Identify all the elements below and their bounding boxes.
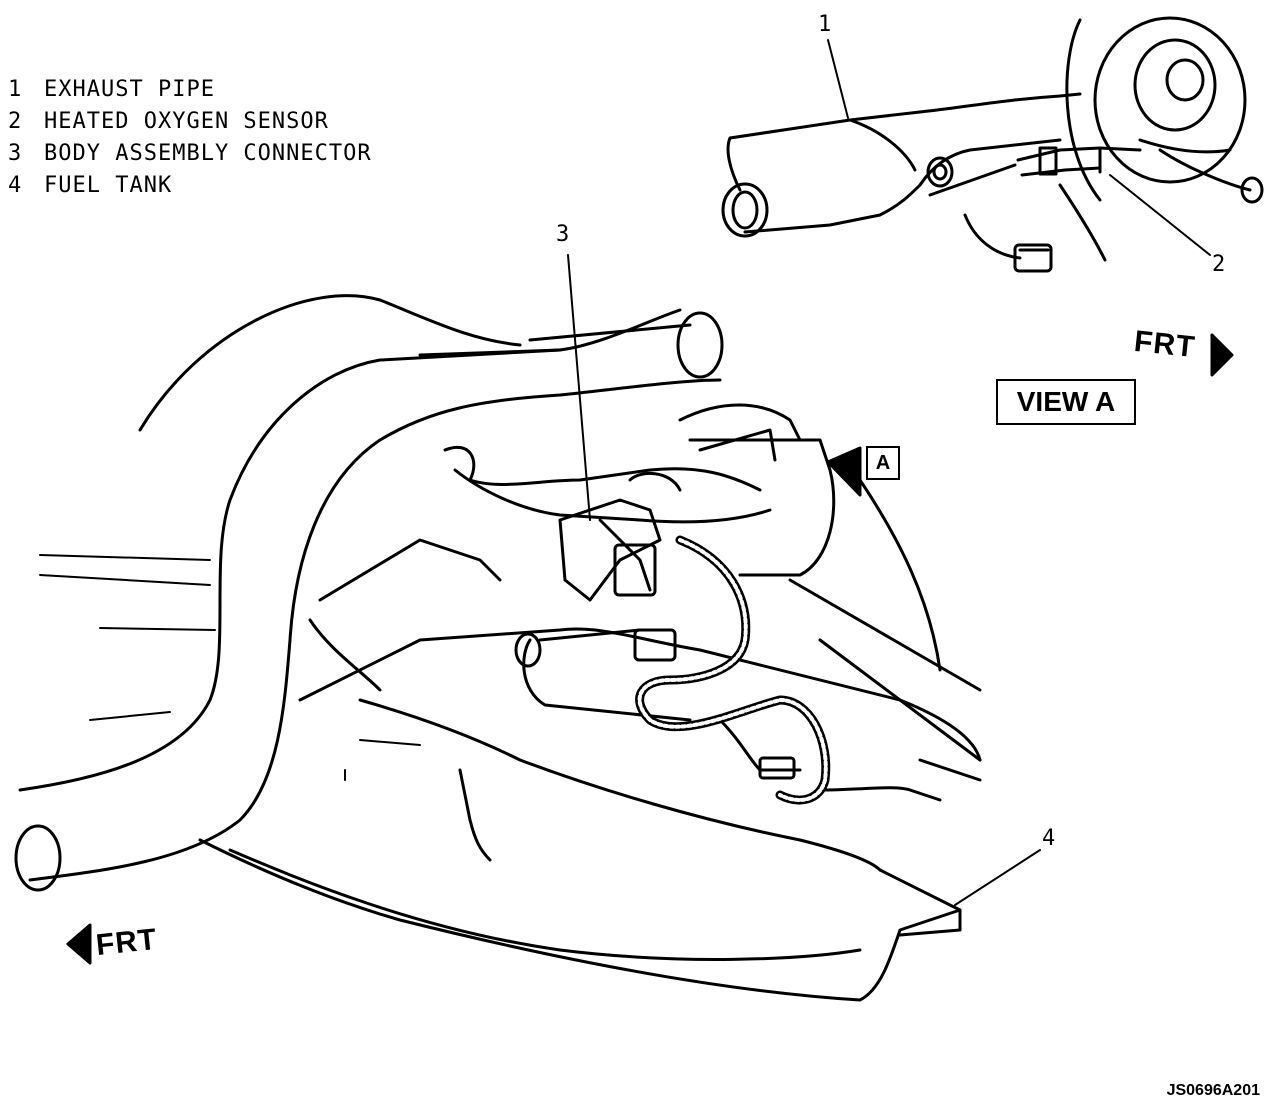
main-fuel-tank — [298, 627, 982, 762]
legend-number: 3 — [8, 141, 23, 166]
main-view — [14, 294, 982, 1002]
frt-right-arrow — [1210, 333, 1234, 377]
view-a-label: VIEW A — [996, 379, 1136, 425]
main-exhaust-pipe — [18, 308, 682, 792]
legend-label: EXHAUST PIPE — [44, 77, 215, 102]
body-assembly-connector — [558, 471, 682, 602]
legend-number: 2 — [8, 109, 23, 134]
inset-exhaust-pipe — [726, 92, 1082, 192]
legend-label: FUEL TANK — [44, 173, 173, 198]
leader-1 — [827, 39, 849, 119]
legend-number: 1 — [8, 77, 23, 102]
legend-label: BODY ASSEMBLY CONNECTOR — [44, 141, 372, 166]
view-a-inset — [721, 16, 1264, 273]
legend-number: 4 — [8, 173, 23, 198]
leader-3 — [567, 254, 591, 521]
legend-item: 3 BODY ASSEMBLY CONNECTOR — [8, 138, 372, 170]
frt-left-arrow — [66, 923, 92, 965]
legend: 1 EXHAUST PIPE 2 HEATED OXYGEN SENSOR 3 … — [8, 74, 372, 202]
callout-2: 2 — [1212, 252, 1226, 277]
callout-4: 4 — [1042, 826, 1056, 851]
callout-1: 1 — [818, 12, 832, 37]
leader-2 — [1109, 174, 1211, 256]
frt-right-label: FRT — [1132, 324, 1197, 365]
frt-left-label: FRT — [94, 922, 159, 963]
legend-item: 1 EXHAUST PIPE — [8, 74, 372, 106]
view-a-arrow — [826, 446, 862, 497]
legend-item: 4 FUEL TANK — [8, 170, 372, 202]
legend-item: 2 HEATED OXYGEN SENSOR — [8, 106, 372, 138]
callout-3: 3 — [556, 222, 570, 247]
figure-code: JS0696A201 — [1166, 1082, 1260, 1099]
legend-label: HEATED OXYGEN SENSOR — [44, 109, 329, 134]
view-a-marker: A — [866, 446, 900, 480]
leader-4 — [954, 849, 1041, 906]
